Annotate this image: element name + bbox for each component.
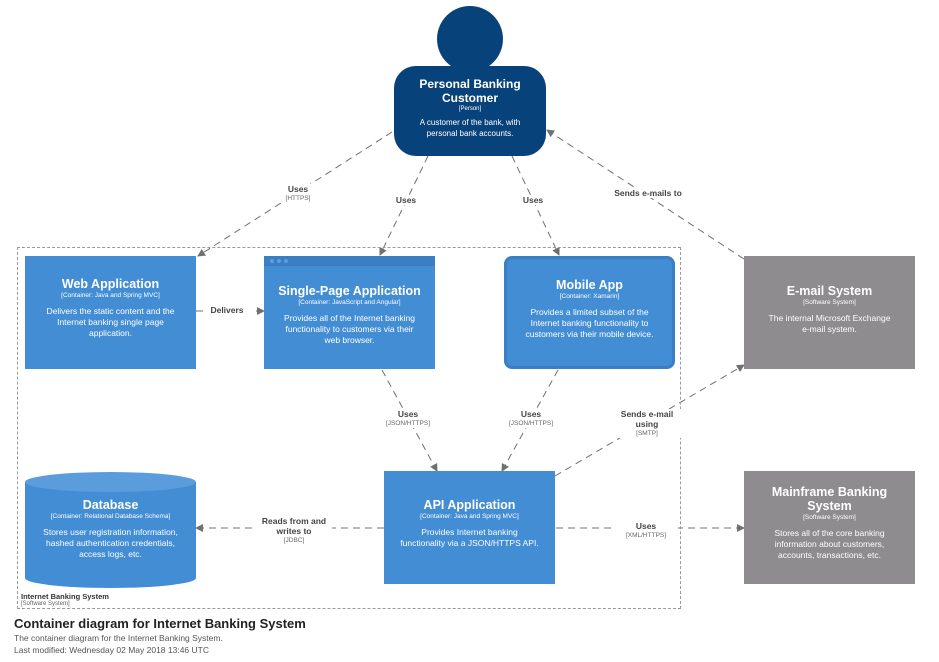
web-app-desc-line2: Internet banking single page	[57, 317, 164, 327]
mainframe-desc-line3: accounts, transactions, etc.	[778, 550, 881, 560]
mobile-desc-line3: customers via their mobile device.	[525, 329, 654, 339]
mainframe-title-line2: System	[807, 499, 852, 513]
database-text: Database [Container: Relational Database…	[25, 498, 196, 560]
mobile-title: Mobile App	[556, 278, 623, 292]
edge-person-spa	[379, 155, 429, 256]
email-title: E-mail System	[786, 284, 873, 298]
edge-label-text: Uses	[520, 409, 542, 419]
web-app-desc-line1: Delivers the static content and the	[46, 306, 175, 316]
diagram-last-modified: Last modified: Wednesday 02 May 2018 13:…	[14, 645, 209, 655]
database-cylinder-top	[25, 472, 196, 492]
edge-label-text: Sends e-mail	[620, 409, 674, 419]
edge-label-person-mobile: Uses	[513, 195, 553, 205]
edge-label-person-web: Uses [HTTPS]	[268, 184, 328, 203]
mobile-tech: [Container: Xamarin]	[559, 293, 620, 300]
edge-person-mobile	[511, 155, 560, 256]
edge-label-tech: [XML/HTTPS]	[625, 532, 667, 539]
edge-label-text: Uses	[522, 195, 544, 205]
email-desc-line1: The internal Microsoft Exchange	[768, 313, 891, 323]
database-tech: [Container: Relational Database Schema]	[50, 513, 171, 520]
person-tech: [Person]	[458, 106, 482, 112]
edge-label-text: Uses	[397, 409, 419, 419]
edge-label-text: Uses	[395, 195, 417, 205]
edge-label-tech: [JSON/HTTPS]	[508, 420, 554, 427]
mainframe-title-line1: Mainframe Banking	[771, 485, 888, 499]
edge-label-email-person: Sends e-mails to	[600, 188, 696, 198]
edge-label-api-email: Sends e-mail using [SMTP]	[612, 409, 682, 438]
edge-label-api-mainframe: Uses [XML/HTTPS]	[614, 521, 678, 540]
edge-label-tech: [SMTP]	[636, 430, 658, 437]
database-desc-line1: Stores user registration information,	[43, 527, 178, 537]
edge-label-person-spa: Uses	[386, 195, 426, 205]
edge-label-tech: [HTTPS]	[285, 195, 311, 202]
spa-tech: [Container: JavaScript and Angular]	[298, 299, 401, 306]
spa-desc-line3: web browser.	[324, 335, 375, 345]
edge-label-text: Uses	[635, 521, 657, 531]
edge-label-text: using	[635, 419, 659, 429]
browser-dot-icon	[284, 259, 288, 263]
edge-label-web-spa: Delivers	[203, 305, 251, 315]
diagram-title: Container diagram for Internet Banking S…	[14, 616, 306, 631]
mobile-desc-line1: Provides a limited subset of the	[530, 307, 649, 317]
database-desc-line3: access logs, etc.	[79, 549, 142, 559]
diagram-description: The container diagram for the Internet B…	[14, 633, 223, 643]
edge-label-spa-api: Uses [JSON/HTTPS]	[376, 409, 440, 428]
email-tech: [Software System]	[803, 299, 856, 306]
edge-label-tech: [JDBC]	[283, 537, 305, 544]
boundary-title: Internet Banking System	[21, 592, 109, 601]
spa-title: Single-Page Application	[278, 284, 421, 298]
container-api-application[interactable]: API Application [Container: Java and Spr…	[384, 471, 555, 584]
database-title: Database	[82, 498, 139, 512]
container-database[interactable]	[25, 482, 196, 578]
person-head-shape	[437, 6, 503, 72]
web-app-tech: [Container: Java and Spring MVC]	[61, 292, 160, 299]
person-title-line1: Personal Banking	[419, 77, 521, 91]
person-title-line2: Customer	[441, 91, 498, 105]
mainframe-desc-line2: information about customers,	[774, 539, 885, 549]
web-app-title: Web Application	[61, 277, 160, 291]
web-app-desc-line3: application.	[88, 328, 132, 338]
person-desc-line2: personal bank accounts.	[426, 128, 514, 138]
api-desc-line2: functionality via a JSON/HTTPS API.	[400, 538, 539, 548]
boundary-tech: [Software System]	[21, 601, 70, 607]
edge-label-text: Uses	[287, 184, 309, 194]
database-desc-line2: hashed authentication credentials,	[45, 538, 175, 548]
container-web-application[interactable]: Web Application [Container: Java and Spr…	[25, 256, 196, 369]
mainframe-desc-line1: Stores all of the core banking	[774, 528, 885, 538]
edge-label-text: writes to	[276, 526, 312, 536]
edge-label-text: Delivers	[210, 305, 244, 315]
edge-label-api-db: Reads from and writes to [JDBC]	[256, 516, 332, 545]
spa-desc-line2: functionality to customers via their	[285, 324, 414, 334]
spa-desc-line1: Provides all of the Internet banking	[284, 313, 415, 323]
person-personal-banking-customer[interactable]: Personal Banking Customer [Person] A cus…	[394, 66, 546, 156]
container-single-page-application[interactable]: Single-Page Application [Container: Java…	[264, 256, 435, 369]
email-desc-line2: e-mail system.	[802, 324, 857, 334]
container-mobile-app[interactable]: Mobile App [Container: Xamarin] Provides…	[504, 256, 675, 369]
system-email[interactable]: E-mail System [Software System] The inte…	[744, 256, 915, 369]
browser-window-bar	[264, 256, 435, 266]
edge-label-text: Reads from and	[261, 516, 327, 526]
person-desc-line1: A customer of the bank, with	[419, 118, 521, 127]
edge-label-mobile-api: Uses [JSON/HTTPS]	[499, 409, 563, 428]
browser-dot-icon	[270, 259, 274, 263]
edge-label-tech: [JSON/HTTPS]	[385, 420, 431, 427]
api-tech: [Container: Java and Spring MVC]	[420, 513, 519, 520]
mobile-desc-line2: Internet banking functionality to	[530, 318, 649, 328]
api-desc-line1: Provides Internet banking	[421, 527, 518, 537]
edge-label-text: Sends e-mails to	[614, 188, 682, 198]
system-mainframe-banking[interactable]: Mainframe Banking System [Software Syste…	[744, 471, 915, 584]
browser-dot-icon	[277, 259, 281, 263]
api-title: API Application	[423, 498, 516, 512]
mainframe-tech: [Software System]	[803, 514, 856, 521]
